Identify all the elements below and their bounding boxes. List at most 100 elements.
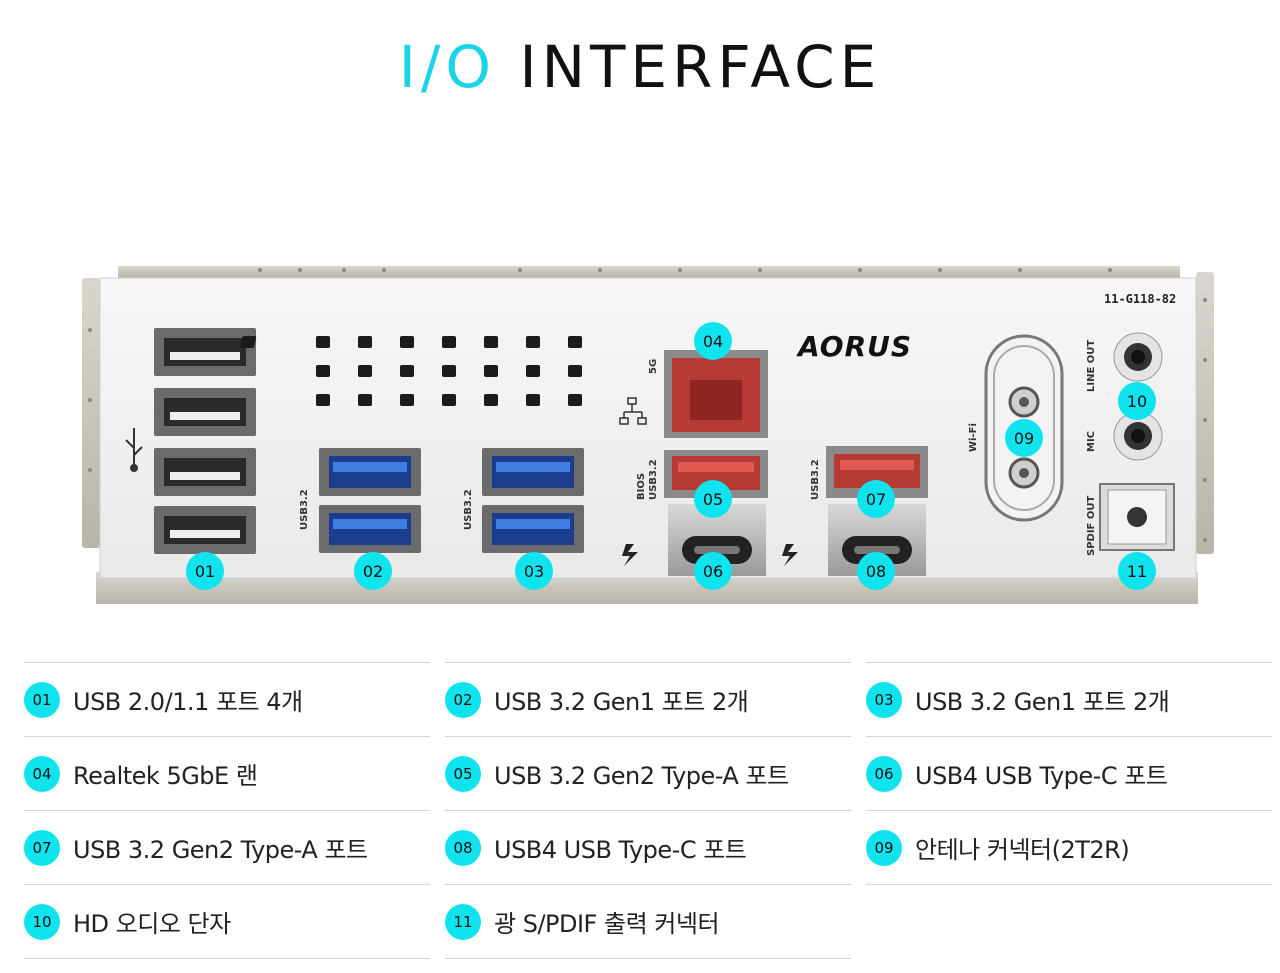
vent-hole <box>568 365 582 377</box>
callout-badge-02 <box>354 552 392 590</box>
network-icon <box>619 397 647 425</box>
legend-label: USB 2.0/1.1 포트 4개 <box>73 688 303 716</box>
legend-label: 안테나 커넥터(2T2R) <box>915 836 1130 864</box>
legend-item-11: 11 광 S/PDIF 출력 커넥터 <box>445 884 851 959</box>
legend-label: USB4 USB Type-C 포트 <box>915 762 1168 790</box>
bios-label: BIOS <box>636 473 647 500</box>
vent-hole <box>316 394 330 406</box>
legend-item-09: 09 안테나 커넥터(2T2R) <box>866 810 1272 885</box>
vent-hole <box>400 365 414 377</box>
legend-label: USB4 USB Type-C 포트 <box>494 836 747 864</box>
legend-label: USB 3.2 Gen2 Type-A 포트 <box>494 762 789 790</box>
legend-badge: 03 <box>866 681 902 718</box>
vent-hole <box>442 336 456 348</box>
aorus-logo: AORUS <box>796 330 912 363</box>
usb-symbol-icon <box>125 428 143 472</box>
legend-badge: 01 <box>24 681 60 718</box>
callout-badge-06 <box>694 552 732 590</box>
legend-badge: 07 <box>24 829 60 866</box>
spdif-out-label: SPDIF OUT <box>1086 496 1097 556</box>
legend-label: USB 3.2 Gen2 Type-A 포트 <box>73 836 368 864</box>
legend-item-04: 04 Realtek 5GbE 랜 <box>24 736 430 810</box>
legend-badge: 05 <box>445 755 481 792</box>
vent-hole <box>400 394 414 406</box>
usb32-gen2-port-07 <box>826 446 928 498</box>
callout-number-08: 08 <box>866 562 886 581</box>
callout-number-10: 10 <box>1127 392 1147 411</box>
callout-badge-09 <box>1005 419 1043 457</box>
legend-item-06: 06 USB4 USB Type-C 포트 <box>866 736 1272 810</box>
legend-badge: 06 <box>866 755 902 792</box>
vent-hole <box>484 365 498 377</box>
thunderbolt-icon <box>622 544 638 566</box>
callout-number-01: 01 <box>195 562 215 581</box>
vent-hole <box>442 394 456 406</box>
vent-hole <box>568 394 582 406</box>
legend-label: HD 오디오 단자 <box>73 910 231 938</box>
vent-hole <box>568 336 582 348</box>
callout-badge-11 <box>1118 552 1156 590</box>
usb32-label-03: USB3.2 <box>463 489 474 530</box>
vent-hole <box>526 336 540 348</box>
legend-badge: 09 <box>866 829 902 866</box>
legend-item-08: 08 USB4 USB Type-C 포트 <box>445 810 851 884</box>
usb32-pair-02 <box>319 448 421 553</box>
usb32-pair-03 <box>482 448 584 553</box>
legend-label: 광 S/PDIF 출력 커넥터 <box>494 910 720 938</box>
audio-jacks <box>1113 332 1163 461</box>
vent-hole <box>526 394 540 406</box>
lan-5g-label: 5G <box>648 359 659 374</box>
legend-item-07: 07 USB 3.2 Gen2 Type-A 포트 <box>24 810 430 884</box>
vent-hole <box>484 336 498 348</box>
callout-badge-08 <box>857 552 895 590</box>
legend-item-05: 05 USB 3.2 Gen2 Type-A 포트 <box>445 736 851 810</box>
usb32-label-02: USB3.2 <box>299 489 310 530</box>
legend-item-01: 01 USB 2.0/1.1 포트 4개 <box>24 662 430 736</box>
title-rest: INTERFACE <box>496 33 882 101</box>
line-out-label: LINE OUT <box>1086 340 1097 392</box>
mic-label: MIC <box>1086 431 1097 452</box>
callout-number-02: 02 <box>363 562 383 581</box>
vent-hole <box>316 336 330 348</box>
legend-badge: 04 <box>24 755 60 792</box>
callout-badge-04 <box>694 322 732 360</box>
legend-item-10: 10 HD 오디오 단자 <box>24 884 430 959</box>
legend-item-02: 02 USB 3.2 Gen1 포트 2개 <box>445 662 851 736</box>
callout-number-03: 03 <box>524 562 544 581</box>
callout-badge-03 <box>515 552 553 590</box>
vent-hole <box>400 336 414 348</box>
legend-label: USB 3.2 Gen1 포트 2개 <box>915 688 1170 716</box>
usb2-stack <box>154 328 256 554</box>
vent-hole <box>358 336 372 348</box>
callout-badge-05 <box>694 480 732 518</box>
legend-badge: 11 <box>445 903 481 940</box>
vent-holes <box>240 336 257 348</box>
vent-hole <box>358 394 372 406</box>
callout-number-05: 05 <box>703 490 723 509</box>
callout-number-06: 06 <box>703 562 723 581</box>
thunderbolt-icon <box>782 544 798 566</box>
legend-badge: 10 <box>24 903 60 940</box>
vent-hole <box>484 394 498 406</box>
lan-port <box>664 350 768 438</box>
vent-hole <box>526 365 540 377</box>
wifi-label: Wi-Fi <box>968 423 979 452</box>
callout-number-04: 04 <box>703 332 723 351</box>
model-number: 11-G118-82 <box>1104 292 1176 306</box>
callout-badge-01 <box>186 552 224 590</box>
callout-badge-07 <box>857 480 895 518</box>
vent-hole <box>358 365 372 377</box>
bios-usb-label: USB3.2 <box>648 459 659 500</box>
callout-badge-10 <box>1118 382 1156 420</box>
title-accent: I/O <box>398 33 497 101</box>
legend-label: Realtek 5GbE 랜 <box>73 762 258 790</box>
vent-grid <box>316 336 582 406</box>
legend-badge: 02 <box>445 681 481 718</box>
vent-hole <box>316 365 330 377</box>
legend-badge: 08 <box>445 829 481 866</box>
legend-label: USB 3.2 Gen1 포트 2개 <box>494 688 749 716</box>
usb32-label-07: USB3.2 <box>810 459 821 500</box>
callout-number-11: 11 <box>1127 562 1147 581</box>
callout-number-09: 09 <box>1014 429 1034 448</box>
